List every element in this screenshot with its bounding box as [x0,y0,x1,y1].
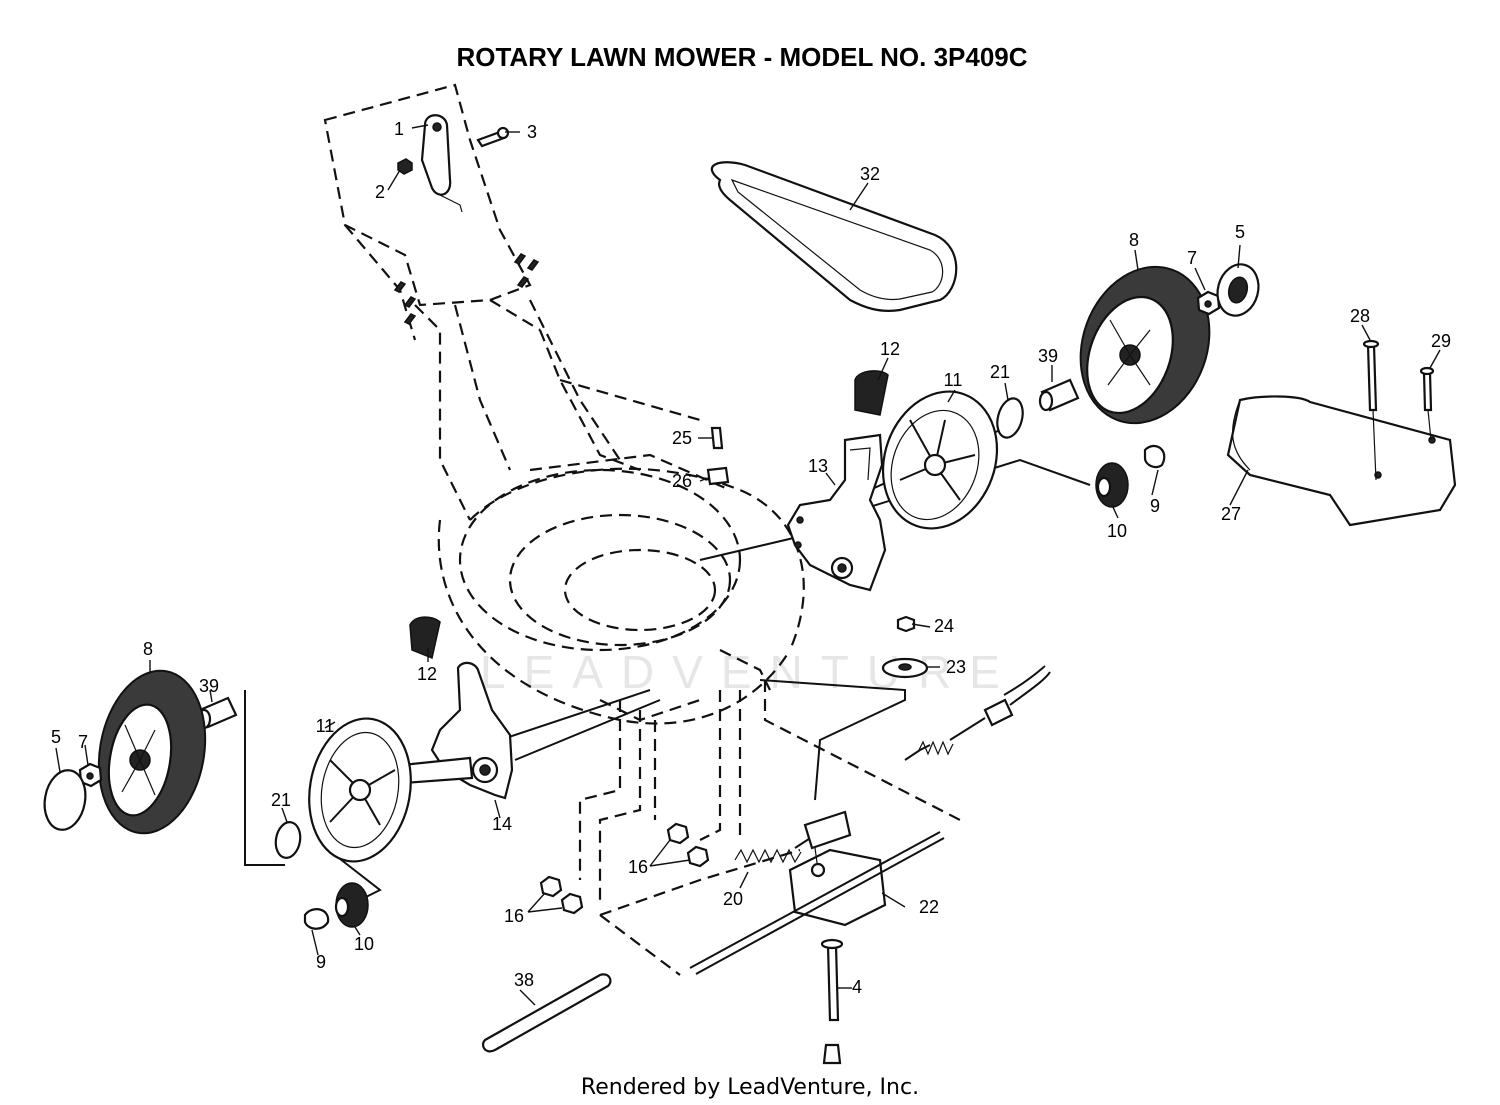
callout-11-left: 11 [316,716,335,736]
lever-nut-2 [397,158,413,175]
callout-32: 32 [860,164,880,184]
pinion-gear-10-left [334,882,369,928]
callout-27: 27 [1221,504,1241,524]
wheel-11-left [308,717,412,863]
callout-26: 26 [672,471,692,491]
callout-21-right: 21 [990,362,1010,382]
axle-38 [481,973,612,1053]
callout-21-left: 21 [271,790,291,810]
release-lever-1 [420,114,463,213]
callout-16-left: 16 [504,906,524,926]
callout-5-left: 5 [51,727,61,747]
callout-22: 22 [919,897,939,917]
height-adjuster-bracket-14 [400,661,514,800]
bushing-39-right [1038,378,1080,412]
hubcap-5-right [1216,263,1260,317]
cable-assembly [904,665,1051,761]
screw-29 [1419,366,1435,441]
callout-10-right: 10 [1107,521,1127,541]
callout-38: 38 [514,970,534,990]
callout-labels: 1 2 3 32 5 8 7 28 29 27 12 11 21 39 9 10… [51,119,1451,997]
callout-1: 1 [394,119,404,139]
callout-24: 24 [934,616,954,636]
nut-7-left [78,762,103,788]
callout-12-right: 12 [880,339,900,359]
callout-16-right: 16 [628,857,648,877]
rear-skirt-27 [1226,395,1457,527]
height-adjuster-bracket-13 [786,433,887,592]
washer-21-left [274,821,302,859]
callout-leaders [55,124,1441,1006]
callout-8-right: 8 [1129,230,1139,250]
callout-39-right: 39 [1038,346,1058,366]
callout-23: 23 [946,657,966,677]
pinion-gear-10-right [1095,462,1129,508]
wheel-11-right [881,390,999,530]
callout-12-left: 12 [417,664,437,684]
wheel-cover-12-left [409,616,441,660]
callout-13: 13 [808,456,828,476]
footer-credit: Rendered by LeadVenture, Inc. [581,1075,919,1100]
callout-3: 3 [527,122,537,142]
callout-7-right: 7 [1187,248,1197,268]
lever-screw-3 [476,126,510,148]
diagram-title: ROTARY LAWN MOWER - MODEL NO. 3P409C [456,42,1027,72]
callout-29: 29 [1431,331,1451,351]
callout-20: 20 [723,889,743,909]
callout-28: 28 [1350,306,1370,326]
washer-21-right [996,397,1024,439]
callout-9-right: 9 [1150,496,1160,516]
callout-9-left: 9 [316,952,326,972]
callout-10-left: 10 [354,934,374,954]
bolt-25 [710,426,724,450]
spring-20 [734,834,816,864]
hubcap-5-left [43,769,87,831]
pulley-23 [881,657,929,679]
callout-25: 25 [672,428,692,448]
nuts-16 [539,822,710,915]
nut-24 [896,615,916,633]
callout-5-right: 5 [1235,222,1245,242]
wheel-cover-12-right [854,370,889,416]
bolt-4 [820,938,844,1065]
callout-11-right: 11 [944,370,963,390]
belt-32 [710,161,958,312]
callout-7-left: 7 [78,732,88,752]
callout-2: 2 [375,182,385,202]
tire-8-left [97,669,207,835]
nut-7-right [1196,290,1221,316]
callout-4: 4 [852,977,862,997]
callout-39-left: 39 [199,676,219,696]
bracket-26 [706,466,730,486]
mower-deck-outline [323,83,805,725]
clip-9-right [1143,444,1166,469]
callout-8-left: 8 [143,639,153,659]
transmission-22 [689,810,945,975]
screw-28 [1362,339,1380,481]
tire-8-right [1079,265,1211,425]
clip-9-left [303,908,330,930]
callout-14: 14 [492,814,512,834]
watermark-text: LEADVENTURE [480,646,1018,698]
